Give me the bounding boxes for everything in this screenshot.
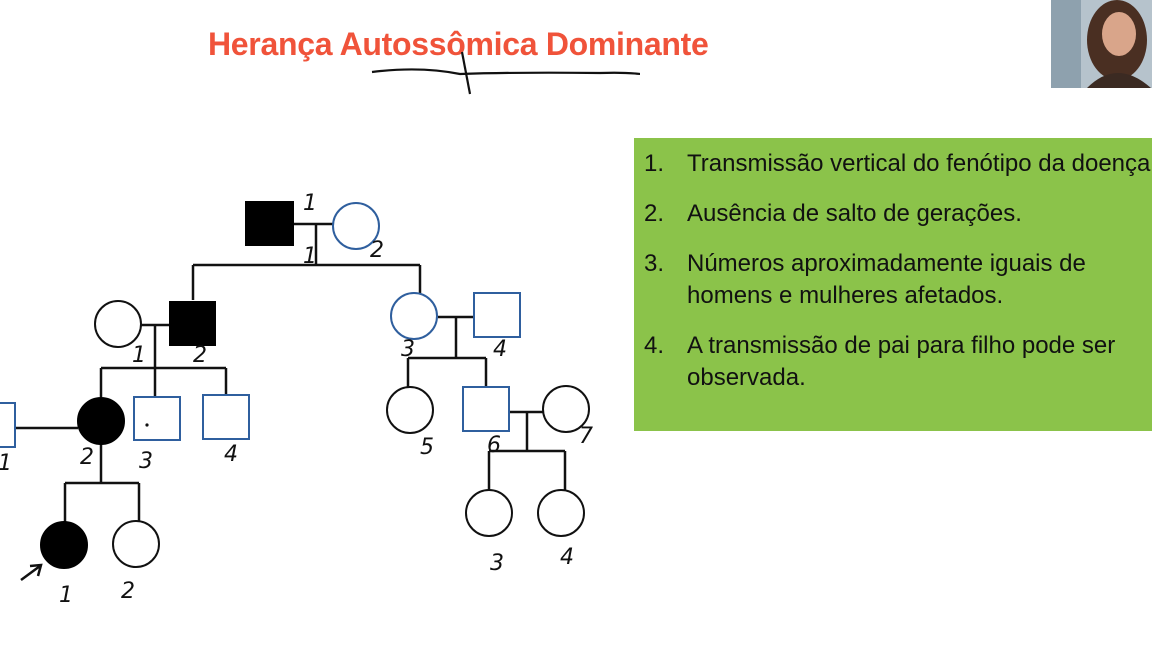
criteria-text: Números aproximadamente iguais de homens… [687,250,1086,309]
criteria-number: 1. [644,150,665,177]
unaffected-female-symbol [332,202,380,250]
underline-scribble [371,51,640,95]
pedigree-label: 2 [121,579,135,604]
unaffected-female-symbol [112,520,160,568]
pedigree-label: 1 [59,583,73,608]
unaffected-male-symbol [202,394,250,440]
unaffected-male-symbol [462,386,510,432]
criteria-item: 1. Transmissão vertical do fenótipo da d… [644,148,1152,180]
criteria-panel: 1. Transmissão vertical do fenótipo da d… [634,138,1152,431]
affected-male-symbol [169,301,216,346]
pedigree-label: 4 [493,337,507,362]
pedigree-label: 2 [80,445,94,470]
criteria-text: A transmissão de pai para filho pode ser… [687,332,1116,391]
unaffected-male-symbol [0,402,16,448]
pedigree-label: 4 [560,545,574,570]
pedigree-label: 3 [490,551,504,576]
pedigree-label: 3 [139,449,153,474]
unaffected-female-symbol [386,386,434,434]
unaffected-female-symbol [542,385,590,433]
pedigree-label: 2 [370,238,384,263]
arrow-icon [20,563,43,582]
pedigree-label: 7 [579,424,593,449]
pedigree-label: 3 [401,337,415,362]
pedigree-label: 2 [193,343,207,368]
pedigree-label: 1 [132,343,146,368]
pedigree-label: 5 [420,435,434,460]
criteria-item: 3. Números aproximadamente iguais de hom… [644,248,1152,312]
criteria-item: 2. Ausência de salto de gerações. [644,198,1152,230]
pedigree-label: 6 [487,433,501,458]
affected-female-symbol [77,397,125,445]
criteria-text: Transmissão vertical do fenótipo da doen… [687,150,1152,177]
unaffected-male-symbol [133,396,181,441]
unaffected-male-symbol [473,292,521,338]
pedigree-diagram: 1 2 1 1 2 3 4 1 2 3 4 5 6 7 1 2 3 4 [0,51,640,608]
criteria-number: 2. [644,200,665,227]
pedigree-label: 1 [303,244,317,269]
criteria-text: Ausência de salto de gerações. [687,200,1022,227]
webcam-thumbnail [1051,0,1152,88]
criteria-number: 4. [644,332,665,359]
pedigree-label: 4 [224,442,238,467]
pedigree-label: 1 [303,191,317,216]
affected-male-symbol [245,201,294,246]
unaffected-female-symbol [537,489,585,537]
unaffected-female-symbol [465,489,513,537]
person-icon [1051,0,1152,88]
slide-title: Herança Autossômica Dominante [208,26,709,62]
affected-female-symbol [40,521,88,569]
criteria-list: 1. Transmissão vertical do fenótipo da d… [644,148,1152,412]
criteria-number: 3. [644,250,665,277]
pedigree-label: 1 [0,451,12,476]
criteria-item: 4. A transmissão de pai para filho pode … [644,330,1152,394]
dot-mark [145,423,149,427]
unaffected-female-symbol [390,292,438,340]
unaffected-female-symbol [94,300,142,348]
